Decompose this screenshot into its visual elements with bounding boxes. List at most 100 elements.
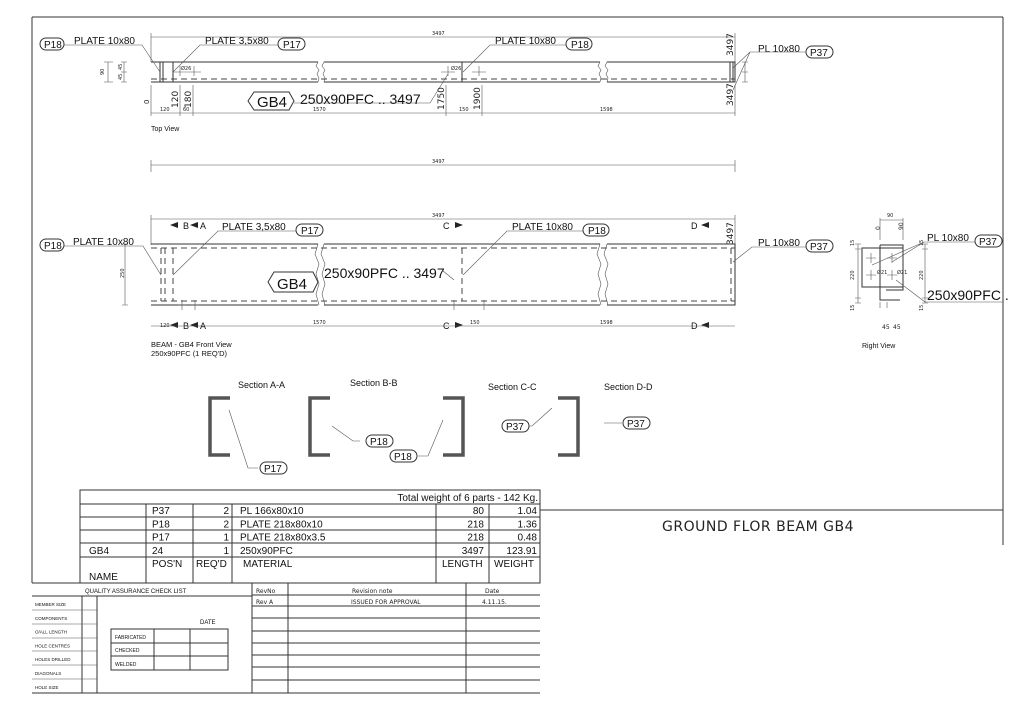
callout-bubble <box>295 223 324 237</box>
drawing-label: NAME <box>89 572 118 583</box>
drawing-label: 3497 <box>726 83 736 106</box>
drawing-label: P37 <box>506 422 524 433</box>
callout-bubble <box>365 434 394 448</box>
qa-item: COMPONENTS <box>35 616 67 621</box>
parts-row-req: 1 <box>223 546 229 557</box>
drawing-label: 250x90PFC .. 3497 <box>324 265 445 281</box>
drawing-label: PL 10x80 <box>758 238 800 249</box>
drawing-label: 1598 <box>600 107 613 113</box>
drawing-label: 3497 <box>726 222 736 245</box>
drawing-label: PLATE 10x80 <box>73 237 134 248</box>
drawing-label: 90 <box>887 213 893 219</box>
drawing-label: P37 <box>627 419 645 430</box>
tag-p18: P18 <box>44 40 62 51</box>
qa-checklist: QUALITY ASSURANCE CHECK LIST DATE FABRIC… <box>32 582 540 694</box>
qa-item: HOLES DRILLED <box>35 657 71 662</box>
drawing-label: 3497 <box>432 213 445 219</box>
drawing-label: 180 <box>184 91 194 108</box>
drawing-label: LENGTH <box>442 559 483 570</box>
drawing-label: Ø26 <box>451 65 461 72</box>
parts-row-material: PLATE 218x80x10 <box>240 519 323 530</box>
parts-row-req: 1 <box>223 533 229 544</box>
callout-bubble <box>39 37 65 51</box>
drawing-label: 60 <box>183 107 189 113</box>
drawing-label: POS'N <box>152 559 182 570</box>
drawing-label: P18 <box>370 437 388 448</box>
drawing-label: 1598 <box>600 320 613 326</box>
top-view: 3497 Ø26 Ø26 P18 PLATE 10x80 PLATE 3,5x8… <box>39 31 834 133</box>
drawing-label: 150 <box>459 107 469 113</box>
drawing-label: PLATE 10x80 <box>512 222 573 233</box>
drawing-label: 1570 <box>313 107 326 113</box>
drawing-label: FABRICATED <box>115 635 146 641</box>
parts-row-length: 80 <box>473 506 485 517</box>
section-views: Section A-A Section B-B Section C-C Sect… <box>208 378 653 475</box>
callout-bubble <box>389 449 418 463</box>
section-c-title: Section C-C <box>488 382 537 392</box>
tag-p18: P18 <box>588 226 606 237</box>
drawing-label: PLATE 3,5x80 <box>222 222 286 233</box>
parts-table: Total weight of 6 parts - 142 Kg. NAME P… <box>79 489 541 584</box>
parts-row-material: PLATE 218x80x3.5 <box>240 533 326 544</box>
sheet-frame <box>31 16 1004 583</box>
front-view-sublabel: 250x90PFC (1 REQ'D) <box>151 349 228 358</box>
drawing-label: PLATE 3,5x80 <box>205 36 269 47</box>
qa-item: DIAGONALS <box>35 671 61 676</box>
drawing-label: 250x90PFC . <box>927 287 1009 303</box>
parts-row-length: 218 <box>467 519 484 530</box>
drawing-label: 90 <box>898 222 905 230</box>
qa-item: MEMBER SIZE <box>35 602 66 607</box>
parts-row-pos: P17 <box>152 533 170 544</box>
drawing-label: 3497 <box>432 159 445 165</box>
total-weight: Total weight of 6 parts - 142 Kg. <box>397 493 538 504</box>
right-view-label: Right View <box>862 343 896 350</box>
drawing-label: ISSUED FOR APPROVAL <box>351 599 421 606</box>
parts-row-length: 3497 <box>462 546 485 557</box>
member-tag: GB4 <box>257 94 287 111</box>
top-view-label: Top View <box>151 126 180 133</box>
callout-bubble <box>247 91 295 111</box>
tag-p37: P37 <box>979 237 997 248</box>
drawing-label: 45 <box>118 74 124 80</box>
drawing-label: 220 <box>850 270 856 280</box>
callout-bubble <box>974 234 1003 248</box>
drawing-label: C <box>443 221 450 231</box>
parts-row-weight: 1.36 <box>518 519 538 530</box>
drawing-label: 3497 <box>726 33 736 56</box>
qa-item: O/ALL LENGTH <box>35 630 67 635</box>
drawing-label: RevNo <box>256 588 276 595</box>
parts-row-weight: 123.91 <box>506 546 537 557</box>
parts-row-req: 2 <box>223 506 229 517</box>
drawing-label: 45 <box>882 324 890 331</box>
tag-p37: P37 <box>810 48 828 59</box>
qa-item: HOLE CENTRES <box>35 643 70 648</box>
drawing-label: 1750 <box>437 87 447 110</box>
drawing-label: 120 <box>160 323 170 329</box>
drawing-label: 1570 <box>313 320 326 326</box>
drawing-label: 3497 <box>432 31 445 37</box>
drawing-label: 15 <box>850 305 856 311</box>
drawing-label: REQ'D <box>196 559 227 570</box>
drawing-label: B <box>183 221 189 231</box>
drawing-label: 15 <box>919 305 925 311</box>
drawing-label: Ø21 <box>877 269 887 276</box>
drawing-label: Date <box>485 588 500 595</box>
drawing-label: PLATE 10x80 <box>495 36 556 47</box>
drawing-label: CHECKED <box>115 648 140 654</box>
revision-row: Rev A <box>256 599 274 606</box>
parts-row-length: 218 <box>467 533 484 544</box>
drawing-label: 220 <box>919 270 925 280</box>
tag-p17: P17 <box>283 40 301 51</box>
parts-row-material: 250x90PFC <box>240 546 293 557</box>
drawing-label: 4.11.15. <box>482 599 507 606</box>
drawing-label: A <box>200 221 206 231</box>
drawing-label: DATE <box>200 620 216 626</box>
callout-bubble <box>565 37 593 51</box>
drawing-label: 0 <box>143 100 151 104</box>
parts-row-weight: 0.48 <box>518 533 538 544</box>
section-b-title: Section B-B <box>350 378 398 388</box>
drawing-label: Ø26 <box>181 65 191 72</box>
drawing-label: WELDED <box>115 662 137 668</box>
tag-p18: P18 <box>571 40 589 51</box>
